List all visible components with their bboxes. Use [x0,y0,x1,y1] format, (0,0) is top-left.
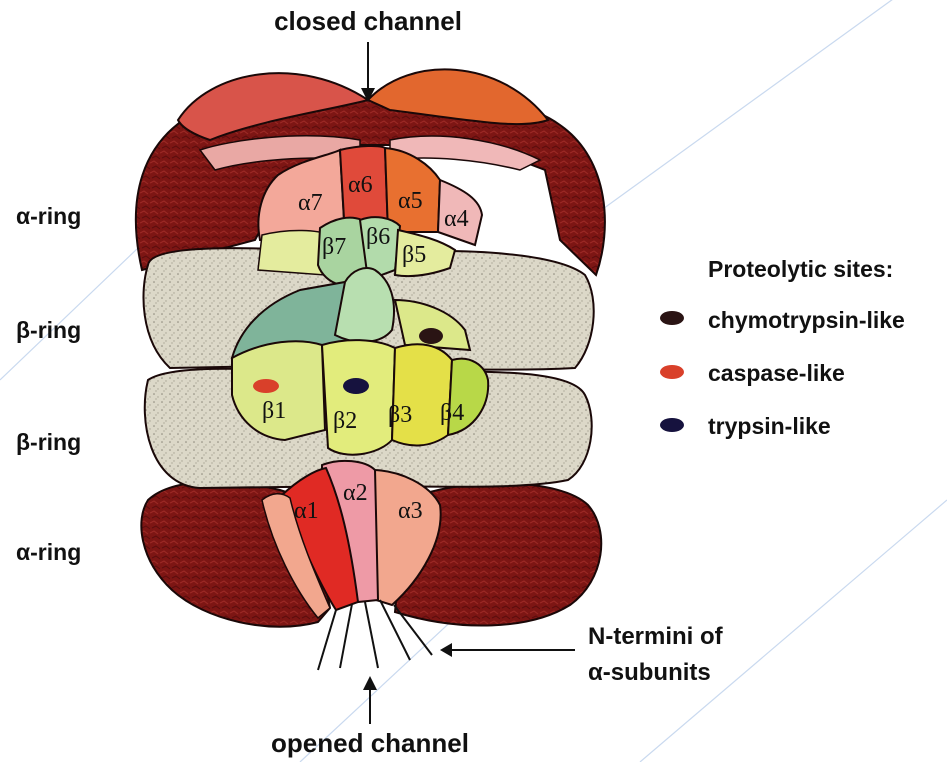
n-termini-arrow [440,643,575,657]
n-termini-label-line1: N-termini of [588,623,724,650]
closed-channel-label: closed channel [274,6,462,36]
legend-swatch-trypsin [660,418,684,432]
legend-swatch-chymotrypsin [660,311,684,325]
legend-swatch-caspase [660,365,684,379]
ring-label-alpha-bottom: α-ring [16,539,81,565]
label-alpha1: α1 [294,498,319,524]
opened-channel-label: opened channel [271,728,469,758]
legend: Proteolytic sites: chymotrypsin-like cas… [660,256,905,439]
legend-title: Proteolytic sites: [708,256,893,282]
label-alpha3: α3 [398,498,423,524]
label-beta7: β7 [322,234,346,260]
subunit-beta3 [392,344,452,445]
label-beta6: β6 [366,224,390,250]
legend-label-trypsin: trypsin-like [708,413,831,439]
ring-label-beta-bottom: β-ring [16,429,81,455]
legend-label-caspase: caspase-like [708,360,845,386]
label-beta5: β5 [402,242,426,268]
site-caspase-dot [253,379,279,393]
ring-label-beta-top: β-ring [16,317,81,343]
n-termini-label-line2: α-subunits [588,659,711,686]
label-beta2: β2 [333,408,357,434]
label-beta4: β4 [440,400,464,426]
label-beta3: β3 [388,402,412,428]
label-alpha2: α2 [343,480,368,506]
label-beta1: β1 [262,398,286,424]
label-alpha7: α7 [298,190,323,216]
site-chymotrypsin-dot [419,328,443,344]
closed-channel-arrow [361,42,375,102]
label-alpha5: α5 [398,188,423,214]
label-alpha6: α6 [348,172,373,198]
legend-label-chymotrypsin: chymotrypsin-like [708,307,905,333]
site-trypsin-dot [343,378,369,394]
opened-channel-arrow [363,676,377,724]
subunit-beta2 [322,340,395,455]
ring-label-alpha-top: α-ring [16,203,81,229]
label-alpha4: α4 [444,206,469,232]
